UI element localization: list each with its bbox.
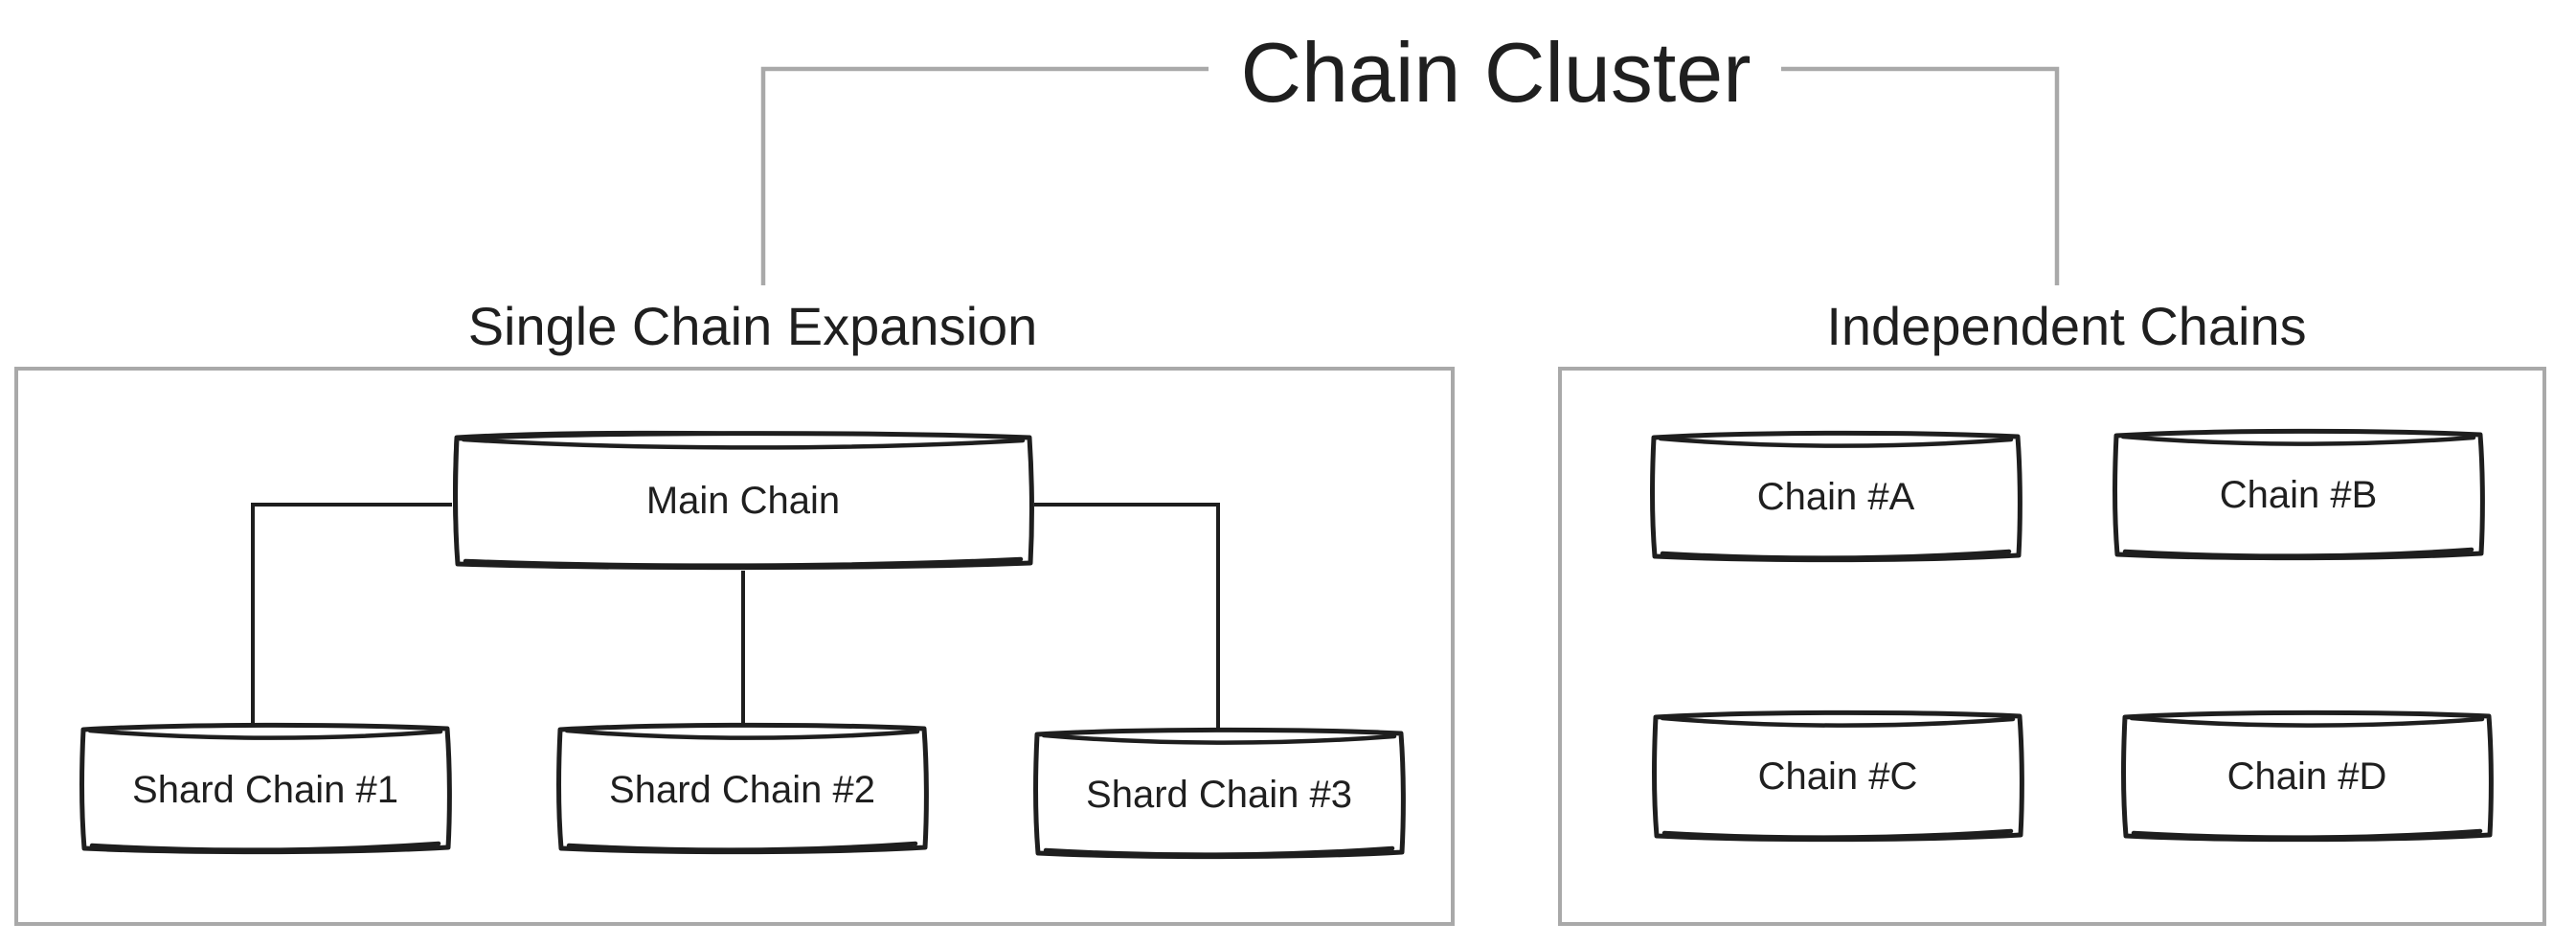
node-label-main-chain: Main Chain [646,480,840,522]
node-label-shard-chain-2: Shard Chain #2 [609,769,875,811]
group-label-independent-chains: Independent Chains [1826,296,2306,356]
title-connector-right [1781,66,2060,285]
node-label-chain-b: Chain #B [2220,474,2378,516]
node-label-chain-c: Chain #C [1758,755,1918,798]
edge-main-chain-to-shard-chain-1 [251,503,452,728]
title-connector-left [760,66,1209,285]
node-label-chain-d: Chain #D [2227,755,2387,798]
node-label-shard-chain-1: Shard Chain #1 [132,769,398,811]
group-label-single-chain-expansion: Single Chain Expansion [468,296,1038,356]
node-label-shard-chain-3: Shard Chain #3 [1086,774,1352,816]
group-container-independent-chains [1558,367,2546,926]
node-label-chain-a: Chain #A [1757,476,1915,518]
group-container-single-chain-expansion [14,367,1455,926]
diagram-title: Chain Cluster [1240,25,1751,120]
edge-main-chain-to-shard-chain-3 [1034,503,1220,731]
